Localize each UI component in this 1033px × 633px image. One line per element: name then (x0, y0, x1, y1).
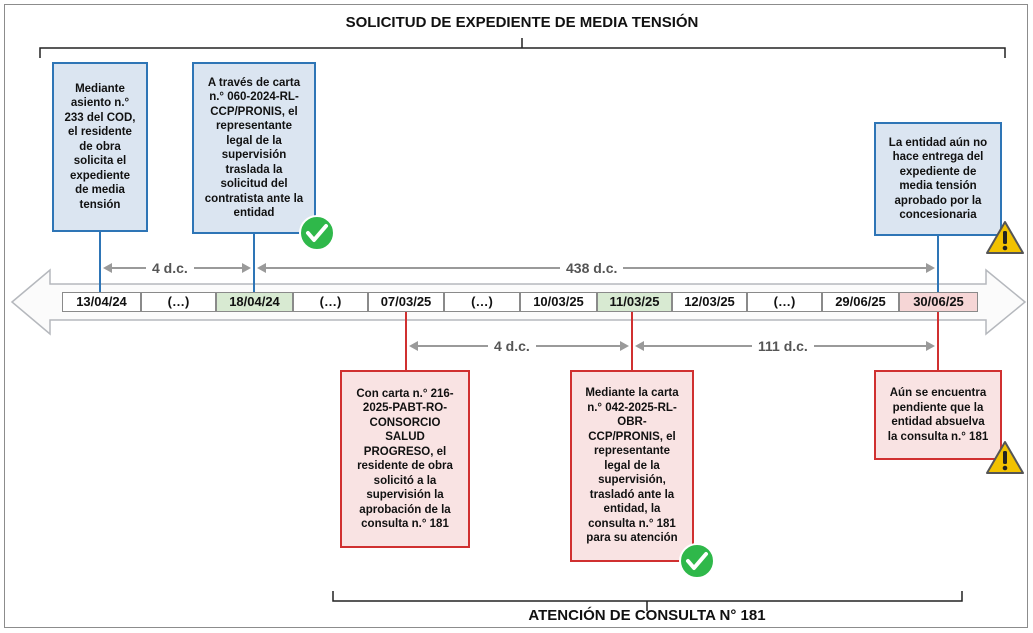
event-text-line: Mediante la carta (585, 387, 679, 400)
event-text-line: OBR- (617, 416, 647, 429)
event-text-line: entidad, la (603, 503, 661, 516)
event-text-line: contratista ante la (204, 192, 304, 205)
date-cell: 11/03/25 (597, 292, 672, 312)
event-text-line: aprobado por la (894, 194, 982, 207)
event-text-line: tensión (79, 198, 121, 211)
event-box: Con carta n.° 216- 2025-PABT-RO- CONSORCIO… (340, 370, 470, 548)
event-text-line: supervisión, (598, 474, 666, 487)
event-text-line: supervisión (221, 149, 287, 161)
event-text-line: consulta n.° 181 (588, 517, 676, 530)
event-text-line: consulta n.° 181 (361, 518, 449, 530)
event-text-line: CONSORCIO (369, 416, 441, 429)
event-text-line: CCP/PRONIS, el (588, 430, 676, 443)
event-text-line: solicitó a la (373, 474, 437, 487)
event-text: La entidad aún no hace entrega del expedie… (889, 136, 987, 223)
event-text-line: de media (75, 184, 125, 197)
event-text-line: supervisión la (366, 489, 444, 501)
event-box: Aún se encuentra pendiente que la entidad … (874, 370, 1002, 460)
event-text: Aún se encuentra pendiente que la entidad … (888, 386, 988, 444)
event-text-line: Con carta n.° 216- (356, 387, 454, 400)
event-text-line: aprobación de la (359, 503, 451, 516)
date-cell: 30/06/25 (899, 292, 978, 312)
event-text-line: solicitud del (220, 178, 288, 190)
date-cell: (…) (141, 292, 216, 312)
event-text-line: expediente (69, 169, 131, 182)
event-text-line: CCP/PRONIS, el (210, 105, 298, 118)
event-text-line: Aún se encuentra (889, 387, 987, 399)
warning-icon (986, 221, 1024, 254)
event-text-line: expediente de (899, 165, 977, 178)
event-box: A través de carta n.° 060-2024-RL- CCP/PRO… (192, 62, 316, 234)
event-text-line: asiento n.° (70, 97, 130, 110)
event-text-line: SALUD (385, 431, 425, 443)
event-text-line: representante (215, 120, 293, 132)
date-cell: 13/04/24 (62, 292, 141, 312)
event-text-line: 233 del COD, (64, 111, 136, 124)
event-text-line: A través de carta (207, 76, 301, 89)
event-text-line: trasladó ante la (589, 488, 675, 501)
event-text-line: legal de la (604, 459, 660, 472)
event-text-line: Mediante (75, 82, 125, 95)
bottom-title: ATENCIÓN DE CONSULTA N° 181 (528, 607, 766, 624)
date-cell: (…) (293, 292, 368, 312)
event-text: Mediante asiento n.°233 del COD, el reside… (65, 82, 136, 213)
event-text-line: PROGRESO, el (363, 445, 447, 458)
event-text-line: traslada la (225, 163, 283, 176)
event-text-line: pendiente que la (892, 401, 984, 414)
event-text-line: representante (593, 445, 671, 458)
date-cell: 29/06/25 (822, 292, 899, 312)
event-text-line: 2025-PABT-RO- (362, 402, 448, 414)
warning-icon (986, 441, 1024, 474)
date-cell: 18/04/24 (216, 292, 293, 312)
date-cell: 12/03/25 (672, 292, 747, 312)
event-text-line: entidad (233, 207, 275, 219)
event-text-line: legal de la (226, 134, 282, 147)
event-text-line: media tensión (899, 180, 977, 192)
duration-label: 4 d.c. (488, 338, 536, 354)
duration-label: 111 d.c. (752, 338, 814, 354)
event-text-line: residente de obra (357, 460, 453, 472)
check-icon (679, 543, 715, 579)
event-text-line: concesionaria (899, 209, 977, 221)
check-icon (299, 215, 335, 251)
event-text-line: de obra (79, 140, 121, 153)
event-text-line: para su atención (586, 532, 678, 545)
duration-label: 438 d.c. (560, 260, 624, 276)
top-bracket (39, 38, 1006, 58)
event-text: A través de carta n.° 060-2024-RL- CCP/PRO… (205, 76, 303, 221)
event-text-line: n.° 060-2024-RL- (209, 91, 299, 103)
top-title: SOLICITUD DE EXPEDIENTE DE MEDIA TENSIÓN (345, 14, 699, 31)
date-cell: (…) (444, 292, 520, 312)
event-text-line: el residente (68, 126, 132, 139)
duration-label: 4 d.c. (146, 260, 194, 276)
date-cell: (…) (747, 292, 822, 312)
date-cell: 07/03/25 (368, 292, 444, 312)
event-text: Con carta n.° 216- 2025-PABT-RO- CONSORCIO… (356, 387, 453, 532)
date-cell: 10/03/25 (520, 292, 597, 312)
bottom-bracket (332, 591, 963, 611)
event-text-line: la consulta n.° 181 (887, 430, 989, 443)
event-text-line: solicita el (73, 155, 127, 168)
event-box: Mediante asiento n.°233 del COD, el reside… (52, 62, 148, 232)
event-text-line: La entidad aún no (888, 136, 988, 149)
event-box: La entidad aún no hace entrega del expedie… (874, 122, 1002, 236)
event-text-line: hace entrega del (892, 151, 984, 163)
event-text-line: entidad absuelva (891, 416, 985, 428)
event-text-line: n.° 042-2025-RL- (587, 401, 677, 414)
